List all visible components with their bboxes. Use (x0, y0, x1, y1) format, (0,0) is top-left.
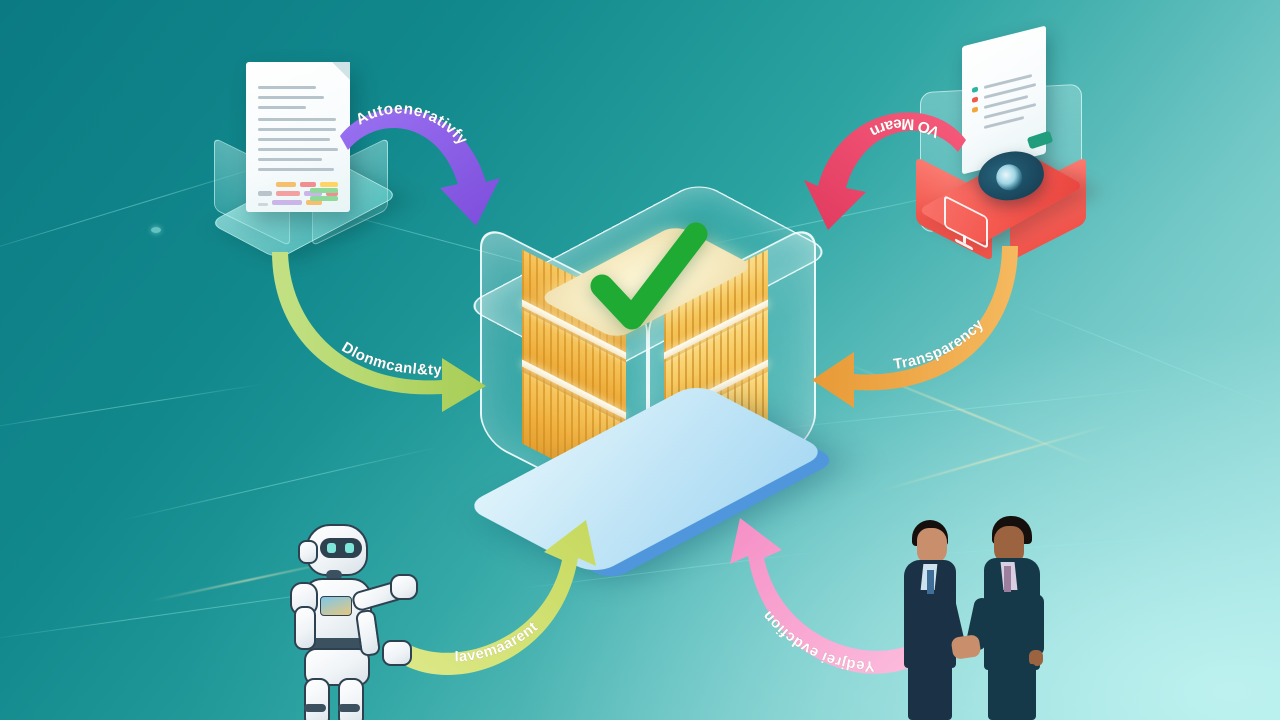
robot-neck (326, 570, 342, 580)
document-fold-corner (332, 62, 350, 80)
arrow-bottom-right[interactable]: Yedjrei evdcfion (712, 518, 932, 678)
arrow-mid-left[interactable]: Dlonmcanl&ty (266, 236, 496, 412)
document-sheet[interactable] (246, 62, 350, 212)
handshake-grip (950, 634, 982, 660)
node-handshake[interactable] (884, 498, 1104, 720)
robot-knee-right (338, 704, 360, 712)
node-vault[interactable] (462, 180, 834, 576)
arrow-top-left[interactable]: Autoenerativfy (330, 96, 540, 256)
person-right-legs (988, 664, 1036, 720)
person-right-arm-side (1028, 594, 1044, 656)
arrow-bottom-left[interactable]: Iavemaarent (398, 520, 618, 678)
node-document[interactable] (196, 48, 406, 268)
green-check-icon (590, 222, 708, 330)
person-right-hand-side (1029, 650, 1043, 666)
arrow-top-right[interactable]: VO Mearn (780, 98, 980, 258)
node-robot[interactable] (272, 518, 452, 720)
robot-hand-left (382, 640, 412, 666)
robot-arm-left (294, 606, 316, 650)
grid-node (151, 227, 161, 233)
robot-waist (306, 638, 364, 650)
person-left-tie (927, 570, 934, 594)
person-right-tie (1004, 566, 1011, 592)
person-right-head (994, 526, 1024, 564)
person-left-head (917, 528, 947, 564)
arrow-mid-right[interactable]: Transparency (812, 232, 1042, 408)
robot-chest-panel (320, 596, 352, 616)
robot-ear (298, 540, 318, 564)
person-left-legs (908, 662, 952, 720)
robot-leg-left (304, 678, 330, 720)
robot-visor (320, 538, 362, 558)
robot-knee-left (304, 704, 326, 712)
robot-hand-right (390, 574, 418, 600)
robot-leg-right (338, 678, 364, 720)
